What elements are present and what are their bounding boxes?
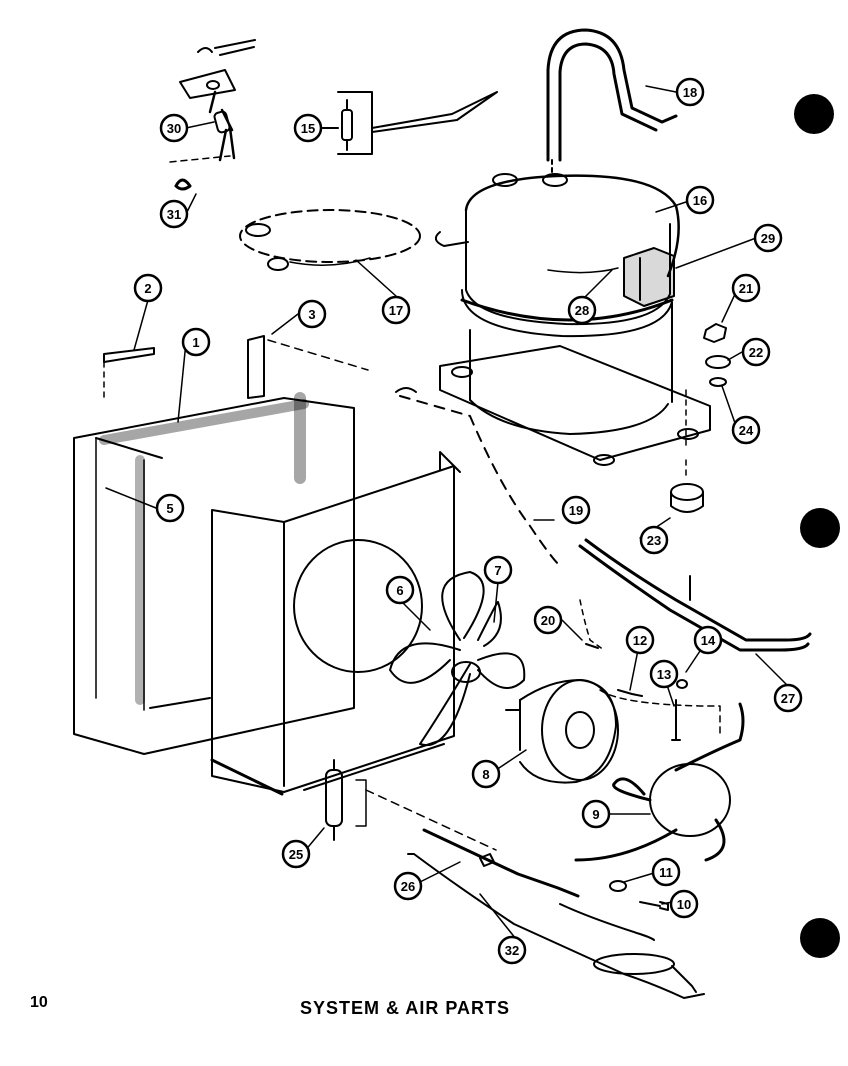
svg-text:32: 32 (505, 943, 519, 958)
screw-parts (599, 679, 721, 911)
harness-bracket-part (169, 39, 256, 191)
svg-text:23: 23 (647, 533, 661, 548)
callout-10: 10 (669, 889, 699, 919)
callout-14: 14 (693, 625, 723, 655)
callout-24: 24 (731, 415, 761, 445)
callout-6: 6 (385, 575, 415, 605)
fan-blade-part (389, 571, 526, 747)
page-title: SYSTEM & AIR PARTS (300, 998, 511, 1018)
svg-text:25: 25 (289, 847, 303, 862)
svg-text:22: 22 (749, 345, 763, 360)
page-number: 10 (30, 994, 48, 1011)
svg-text:26: 26 (401, 879, 415, 894)
svg-text:17: 17 (389, 303, 403, 318)
svg-text:16: 16 (693, 193, 707, 208)
callout-19: 19 (561, 495, 591, 525)
callout-balloons: 1 2 3 5 6 7 8 9 10 11 12 13 14 15 16 17 … (133, 77, 803, 965)
callout-12: 12 (625, 625, 655, 655)
callout-31: 31 (159, 199, 189, 229)
svg-text:12: 12 (633, 633, 647, 648)
callout-8: 8 (471, 759, 501, 789)
callout-26: 26 (393, 871, 423, 901)
suction-tube-part (395, 387, 561, 567)
callout-16: 16 (685, 185, 715, 215)
svg-text:10: 10 (677, 897, 691, 912)
callout-1: 1 (181, 327, 211, 357)
heater-rod-part (578, 538, 812, 652)
motor-mount-part (574, 702, 745, 862)
capacitor-part (325, 759, 497, 851)
svg-text:2: 2 (144, 281, 151, 296)
callout-29: 29 (753, 223, 783, 253)
svg-text:30: 30 (167, 121, 181, 136)
callout-20: 20 (533, 605, 563, 635)
leader-lines (105, 85, 787, 945)
capillary-tube-parts (407, 828, 705, 999)
binder-hole-middle (800, 508, 840, 548)
svg-text:29: 29 (761, 231, 775, 246)
clip-part (579, 599, 605, 651)
binder-hole-bottom (800, 918, 840, 958)
callout-28: 28 (567, 295, 597, 325)
callout-13: 13 (649, 659, 679, 689)
svg-text:14: 14 (701, 633, 716, 648)
callout-30: 30 (159, 113, 189, 143)
svg-text:19: 19 (569, 503, 583, 518)
svg-text:13: 13 (657, 667, 671, 682)
binder-hole-top (794, 94, 834, 134)
svg-text:5: 5 (166, 501, 173, 516)
svg-text:15: 15 (301, 121, 315, 136)
callout-25: 25 (281, 839, 311, 869)
discharge-tube-part (546, 28, 678, 177)
callout-17: 17 (381, 295, 411, 325)
svg-text:27: 27 (781, 691, 795, 706)
compressor-part (434, 173, 711, 466)
callout-5: 5 (155, 493, 185, 523)
callout-15: 15 (293, 113, 323, 143)
thermostat-part (321, 91, 498, 155)
fan-motor-part (505, 679, 619, 784)
callout-27: 27 (773, 683, 803, 713)
svg-text:21: 21 (739, 281, 753, 296)
svg-text:28: 28 (575, 303, 589, 318)
svg-text:6: 6 (396, 583, 403, 598)
callout-18: 18 (675, 77, 705, 107)
callout-21: 21 (731, 273, 761, 303)
callout-9: 9 (581, 799, 611, 829)
svg-text:1: 1 (192, 335, 199, 350)
svg-text:7: 7 (494, 563, 501, 578)
svg-text:24: 24 (739, 423, 754, 438)
svg-text:3: 3 (308, 307, 315, 322)
callout-3: 3 (297, 299, 327, 329)
callout-22: 22 (741, 337, 771, 367)
condenser-coil-part (73, 392, 355, 755)
svg-text:18: 18 (683, 85, 697, 100)
callout-7: 7 (483, 555, 513, 585)
bracket-parts (103, 335, 369, 403)
callout-2: 2 (133, 273, 163, 303)
svg-text:20: 20 (541, 613, 555, 628)
svg-text:11: 11 (659, 865, 673, 880)
svg-text:31: 31 (167, 207, 181, 222)
capillary-coil-part (239, 209, 421, 271)
callout-32: 32 (497, 935, 527, 965)
svg-text:9: 9 (592, 807, 599, 822)
mounting-hardware (670, 323, 731, 513)
callout-11: 11 (651, 857, 681, 887)
fan-shroud-part (210, 451, 461, 796)
callout-23: 23 (639, 525, 669, 555)
svg-text:8: 8 (482, 767, 489, 782)
